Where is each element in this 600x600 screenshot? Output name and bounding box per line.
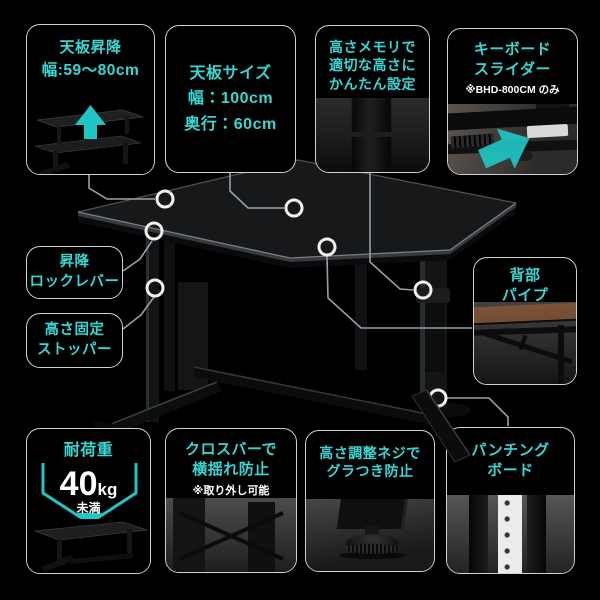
crossbar-photo [166,498,296,572]
callout-line: 背部 [509,267,541,284]
lift-desk-illustration [34,105,144,174]
model-note: ※BHD-800CM のみ [465,83,560,96]
callout-line: パイプ [501,286,549,304]
callout-height-memory: 高さメモリで 適切な高さに かんたん設定 [315,25,430,173]
callout-line: 高さメモリで [329,39,416,55]
desktop-depth-value: 奥行：60cm [184,115,277,133]
callout-line: ロックレバー [29,273,120,290]
callout-line: かんたん設定 [329,75,416,92]
callout-desktop-size: 天板サイズ 幅：100cm 奥行：60cm [165,25,296,173]
callout-line: 適切な高さに [329,57,416,74]
callout-title: 耐荷重 [63,442,114,459]
callout-lift-lock-lever: 昇降 ロックレバー [26,246,123,299]
callout-back-pipe: 背部 パイプ [473,257,577,385]
callout-line: 横揺れ防止 [192,460,270,478]
callout-line: 昇降 [59,254,90,271]
callout-line: 高さ調整ネジで [319,445,421,461]
lift-range-value: 幅:59～80cm [41,61,140,79]
callout-title: 天板昇降 [59,39,122,56]
load-capacity-value: 40kg 未満 [27,467,150,516]
callout-adjuster-screw: 高さ調整ネジで グラつき防止 [305,430,435,572]
height-memory-photo [316,98,429,172]
callout-punching-board: パンチング ボード [446,427,575,574]
callout-line: パンチング [471,442,550,459]
callout-crossbar: クロスバーで 横揺れ防止 ※取り外し可能 [165,428,297,573]
load-capacity-qualifier: 未満 [76,501,101,516]
punching-board-photo [447,495,574,573]
callout-line: クロスバーで [184,441,278,458]
callout-line: ストッパー [37,341,112,358]
slide-arrow-icon [477,128,530,170]
callout-height-stopper: 高さ固定 ストッパー [26,313,123,368]
load-desk-illustration [34,521,148,572]
lift-arrow-icon [75,105,106,139]
callout-load-capacity: 耐荷重 40kg 未満 [26,428,151,574]
desk-top [77,159,517,268]
back-pipe-photo [474,302,576,384]
callout-title: 天板サイズ [189,65,272,83]
callout-line: スライダー [474,60,551,78]
callout-keyboard-slider: キーボード スライダー ※BHD-800CM のみ [447,28,578,175]
callout-line: グラつき防止 [326,463,414,480]
keyboard-slider-photo [448,104,577,174]
callout-line: 高さ固定 [44,322,105,339]
callout-line: ボード [487,461,534,479]
adjuster-screw-photo [306,499,434,571]
desktop-width-value: 幅：100cm [187,90,274,108]
removable-note: ※取り外し可能 [192,484,270,497]
callout-line: キーボード [473,41,552,58]
desk-right-leg [355,250,471,417]
desk-foot-bar [194,366,442,427]
callout-desktop-lift: 天板昇降 幅:59～80cm [26,24,155,175]
